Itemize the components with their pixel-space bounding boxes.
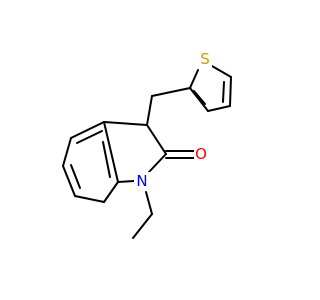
atom-s: S: [198, 50, 212, 68]
bond: [62, 137, 72, 167]
bond: [62, 165, 76, 197]
lactam-ring: [103, 121, 195, 183]
bond: [74, 195, 105, 203]
sulfur-label: S: [200, 50, 210, 68]
bond: [189, 69, 199, 89]
double-bond-inner: [70, 164, 81, 189]
bond: [103, 181, 119, 203]
bond: [146, 95, 153, 126]
thiophene-ring: [189, 65, 232, 112]
oxygen-label: O: [195, 145, 207, 163]
bond: [145, 191, 153, 215]
atom-n: N: [134, 172, 150, 190]
bond: [207, 105, 231, 112]
bond: [103, 121, 119, 183]
molecule-structure: S O N: [62, 50, 232, 239]
methylene-linker: [146, 87, 191, 126]
bond: [146, 124, 167, 155]
double-bond-inner: [193, 90, 206, 105]
bond: [103, 121, 148, 126]
bond: [117, 180, 135, 183]
nitrogen-label: N: [136, 172, 147, 190]
bond: [148, 153, 167, 173]
bond: [211, 65, 232, 78]
bond: [189, 87, 209, 112]
bond: [70, 121, 105, 139]
ethyl-group: [132, 191, 153, 239]
double-bond-inner: [222, 81, 225, 103]
bond: [132, 213, 153, 239]
double-bond-inner: [102, 141, 111, 178]
double-bond-inner: [76, 130, 103, 144]
atom-o: O: [194, 145, 208, 163]
bond: [151, 87, 191, 97]
bond: [229, 76, 232, 107]
benzene-ring: [62, 121, 119, 203]
